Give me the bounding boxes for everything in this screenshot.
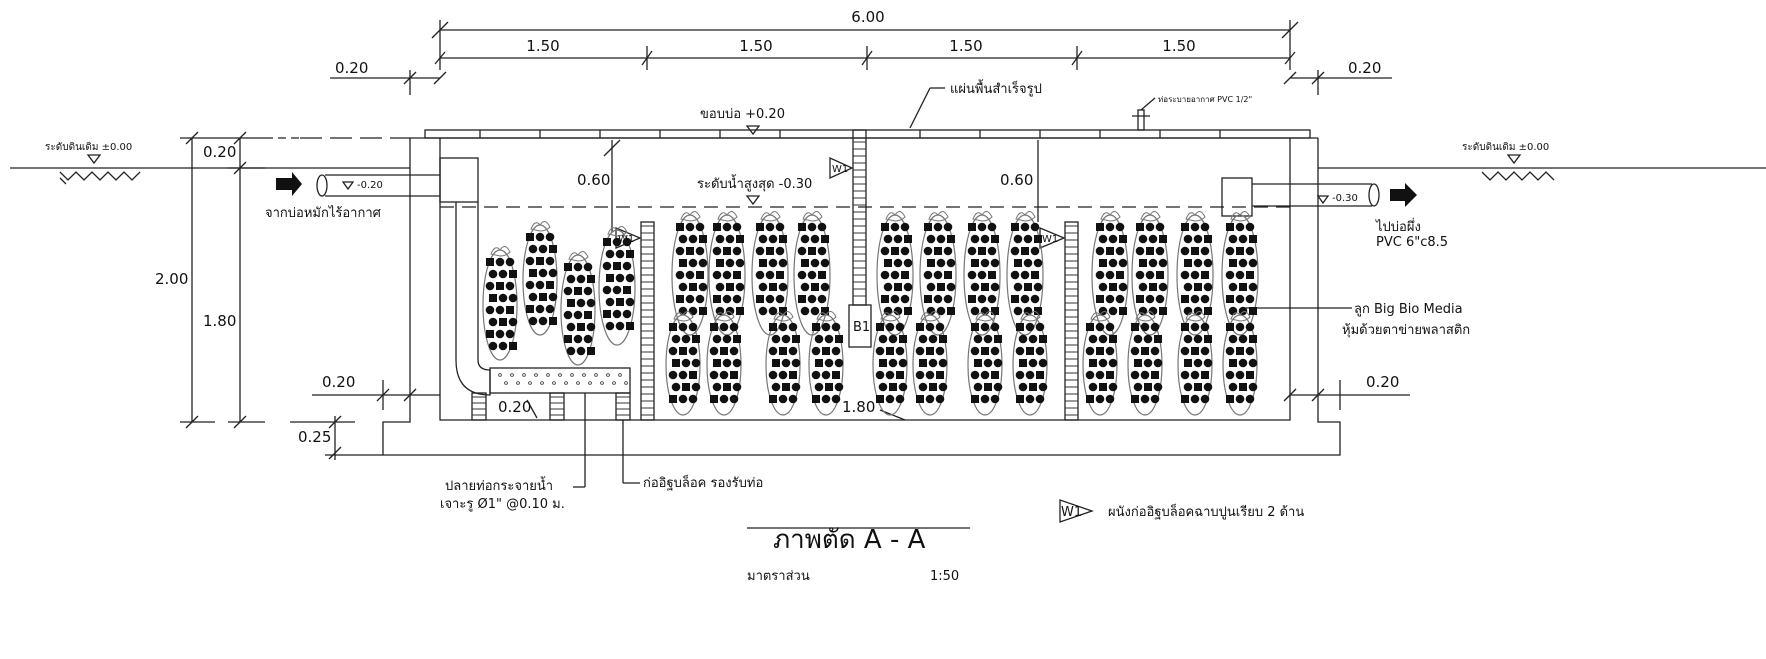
max-water-label: ระดับน้ำสูงสุด -0.30 (697, 174, 812, 192)
media-bag (1006, 211, 1044, 336)
wall-tag-3: W1 (1042, 234, 1058, 245)
dim-freeboard-left: 0.60 (577, 171, 610, 189)
media-bag (1131, 211, 1169, 336)
dim-wall-left-top: 0.20 (335, 59, 368, 77)
media-bag (912, 311, 948, 416)
dim-wall-right-top: 0.20 (1348, 59, 1381, 77)
block-support-label: ก่ออิฐบล็อค รองรับท่อ (643, 473, 763, 491)
scale-label: มาตราส่วน (747, 569, 810, 584)
media-bag (522, 221, 558, 336)
media-bag (751, 211, 789, 336)
media-bag (1222, 311, 1258, 416)
media-bag (1127, 311, 1163, 416)
outlet-level: -0.30 (1332, 193, 1358, 204)
inlet-level: -0.20 (357, 180, 383, 191)
dim-pipe-support: 0.20 (498, 398, 531, 416)
legend-text: ผนังก่ออิฐบล็อคฉาบปูนเรียบ 2 ด้าน (1108, 502, 1304, 520)
dim-top-slab: 0.20 (203, 143, 236, 161)
scale-value: 1:50 (930, 569, 959, 584)
media-bag (482, 246, 518, 361)
inlet-from-label: จากบ่อหมักไร้อากาศ (265, 205, 382, 221)
left-dimension-lines (180, 131, 440, 460)
precast-slab-label: แผ่นพื้นสำเร็จรูป (950, 79, 1042, 97)
pit-edge-label: ขอบบ่อ +0.20 (700, 107, 785, 122)
ground-lines (10, 167, 1766, 185)
media-label-1: ลูก Big Bio Media (1354, 302, 1463, 317)
ground-level-right: ระดับดินเดิม ±0.00 (1462, 142, 1549, 153)
dim-total-height: 2.00 (155, 270, 188, 288)
dim-wall-left-bottom: 0.20 (322, 373, 355, 391)
dim-freeboard-right: 0.60 (1000, 171, 1033, 189)
legend-tag: W1 (1061, 505, 1082, 520)
bio-media-bags (482, 211, 1259, 416)
media-bag (1082, 311, 1118, 416)
media-bag (1177, 311, 1213, 416)
media-bag (765, 311, 801, 416)
media-bag (919, 211, 957, 336)
top-dimension-lines (330, 20, 1392, 95)
vent-pipe-label: ท่อระบายอากาศ PVC 1/2" (1158, 95, 1252, 104)
media-bag (808, 311, 844, 416)
media-bag (872, 311, 908, 416)
media-bag (708, 211, 746, 336)
diffuser-label-1: ปลายท่อกระจายน้ำ (445, 476, 553, 494)
dim-base-slab: 0.25 (298, 428, 331, 446)
media-bag (793, 211, 831, 336)
baffle-tag: B1 (853, 320, 870, 335)
dim-inner-height: 1.80 (203, 312, 236, 330)
outlet-to-label: ไปบ่อผึ่ง (1375, 218, 1421, 235)
media-bag (1221, 211, 1259, 336)
media-bag (967, 311, 1003, 416)
media-bag (706, 311, 742, 416)
dim-overall: 6.00 (851, 8, 884, 26)
media-label-2: หุ้มด้วยตาข่ายพลาสติก (1342, 323, 1470, 338)
section-title: ภาพตัด A - A (773, 525, 926, 555)
media-bag (671, 211, 709, 336)
wall-tag-1: W1 (832, 164, 848, 175)
dim-seg2: 1.50 (739, 37, 772, 55)
dim-seg3: 1.50 (949, 37, 982, 55)
media-bag (560, 251, 596, 366)
diffuser-label-2: เจาะรู Ø1" @0.10 ม. (440, 497, 565, 512)
media-bag (1012, 311, 1048, 416)
right-dimension-lines (1283, 380, 1410, 410)
outlet-pipe-label: PVC 6"c8.5 (1376, 235, 1448, 250)
tank-structure (316, 87, 1380, 529)
media-bag (598, 226, 636, 346)
media-bag (1176, 211, 1214, 336)
media-bag (876, 211, 914, 336)
dim-wall-right-bottom: 0.20 (1366, 373, 1399, 391)
wall-tag-2: W1 (618, 234, 634, 245)
media-bag (665, 311, 701, 416)
ground-level-left: ระดับดินเดิม ±0.00 (45, 142, 132, 153)
dim-center-height: 1.80 (842, 398, 875, 416)
dim-seg1: 1.50 (526, 37, 559, 55)
dim-seg4: 1.50 (1162, 37, 1195, 55)
